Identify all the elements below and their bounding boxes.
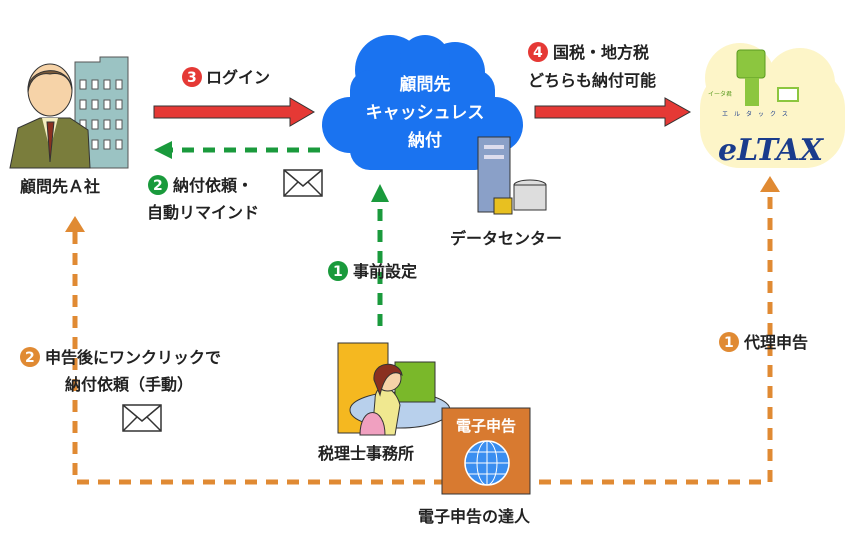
tax-office-label: 税理士事務所: [318, 444, 414, 463]
efile-software-icon: [441, 407, 531, 495]
cashless-cloud: [322, 35, 523, 170]
pay-label-line1: 国税・地方税: [553, 43, 649, 62]
step-1-number: 1: [333, 264, 343, 280]
eltax-logo: イータ君 エルタックス eLTAX: [700, 43, 845, 168]
step-1-badge: [328, 261, 348, 281]
datacenter-label: データセンター: [450, 229, 562, 248]
request-label-line1: 納付依頼・: [173, 176, 253, 195]
setup-label: 事前設定: [353, 262, 417, 281]
eltax-logo-text: eLTAX: [718, 133, 825, 168]
arrowhead-up: [371, 184, 389, 202]
eltax-kana: エルタックス: [722, 110, 794, 118]
arrowhead-left: [154, 141, 172, 159]
step-3-number: 3: [187, 70, 197, 86]
envelope-icon: [283, 169, 323, 197]
pay-label-line2: どちらも納付可能: [528, 71, 656, 90]
arrow-up-right: [760, 176, 780, 192]
step-2-number: 2: [153, 178, 163, 194]
step-1-orange-number: 1: [724, 335, 734, 351]
pay-arrow: [534, 97, 692, 127]
request-label-line2: 自動リマインド: [147, 203, 259, 222]
tax-office-illustration: [337, 342, 451, 436]
step-4-number: 4: [533, 45, 543, 61]
client-illustration: [9, 56, 129, 169]
login-label: ログイン: [206, 68, 270, 87]
server-icon: [477, 136, 547, 215]
eltax-mascot-label: イータ君: [708, 90, 732, 98]
step-1-orange-badge: [719, 332, 739, 352]
manual-label-line1: 申告後にワンクリックで: [45, 348, 221, 367]
envelope-icon: [122, 404, 162, 432]
cloud-title-3: 納付: [408, 130, 442, 151]
efile-label: 電子申告の達人: [418, 507, 531, 526]
step-3-badge: [182, 67, 202, 87]
proxy-label: 代理申告: [743, 333, 808, 352]
manual-label-line2: 納付依頼（手動）: [65, 375, 193, 394]
arrow-up-left: [65, 216, 85, 232]
lock-icon: [493, 197, 513, 215]
step-2-badge: [148, 175, 168, 195]
step-2-orange-number: 2: [25, 350, 35, 366]
login-arrow: [153, 97, 315, 127]
orange-dashed-path: [72, 192, 773, 485]
step-2-orange-badge: [20, 347, 40, 367]
client-label: 顧問先Ａ社: [20, 177, 100, 196]
efile-box-title: 電子申告: [456, 417, 516, 435]
cloud-title-2: キャッシュレス: [366, 103, 485, 123]
step-4-badge: [528, 42, 548, 62]
cloud-title-1: 顧問先: [400, 74, 451, 95]
